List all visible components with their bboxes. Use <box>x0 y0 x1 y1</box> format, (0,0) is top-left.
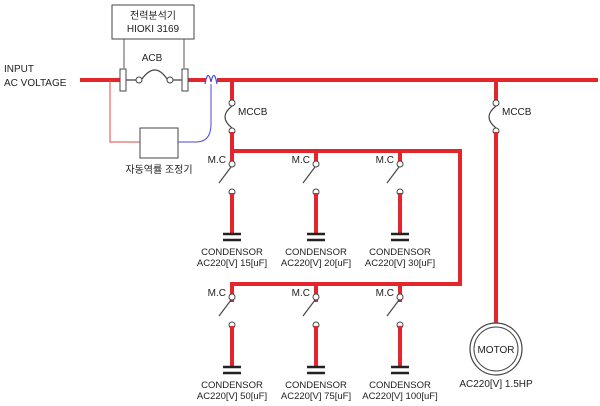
mc-label: M.C <box>208 155 226 166</box>
mc-contact-top <box>228 293 236 301</box>
mc-contact-top <box>312 293 320 301</box>
mc-contact-top <box>312 160 320 168</box>
mc-label: M.C <box>292 155 310 166</box>
condenser-rating: AC220[V] 20[uF] <box>281 258 351 269</box>
pf-lead-blue <box>178 84 212 143</box>
condenser-rating: AC220[V] 75[uF] <box>281 391 351 402</box>
power-analyzer: 전력분석기 HIOKI 3169 <box>111 4 195 68</box>
condenser-name: CONDENSOR <box>285 247 347 258</box>
mccb-left: MCCB <box>224 78 268 153</box>
condenser-rating: AC220[V] 50[uF] <box>197 391 267 402</box>
pf-lead-red <box>109 80 140 143</box>
motor: MOTOR AC220[V] 1.5HP <box>459 322 533 390</box>
mc-switch-blade <box>386 299 400 317</box>
mccb-right-label: MCCB <box>502 107 532 118</box>
ct-symbol <box>204 74 218 85</box>
condenser-rating: AC220[V] 100[uF] <box>362 391 438 402</box>
mc-label: M.C <box>292 288 310 299</box>
mccb-right: MCCB <box>488 78 532 325</box>
condenser-name: CONDENSOR <box>201 380 263 391</box>
input-label: INPUT AC VOLTAGE <box>4 64 67 89</box>
mc-contact-top <box>396 160 404 168</box>
mc-label: M.C <box>376 155 394 166</box>
condenser-rating: AC220[V] 30[uF] <box>365 258 435 269</box>
mc-contact-top <box>228 160 236 168</box>
mc-label: M.C <box>208 288 226 299</box>
pf-controller-box <box>139 127 179 159</box>
pf-controller: 자동역률 조정기 <box>109 80 212 176</box>
mc-label: M.C <box>376 288 394 299</box>
distribution-bus <box>230 149 462 302</box>
mccb-left-label: MCCB <box>238 107 268 118</box>
pf-controller-label: 자동역률 조정기 <box>125 164 192 176</box>
svg-text:전력분석기: 전력분석기 <box>130 10 176 22</box>
condenser-name: CONDENSOR <box>369 380 431 391</box>
acb-label: ACB <box>142 53 163 64</box>
condenser-name: CONDENSOR <box>369 247 431 258</box>
condenser-name: CONDENSOR <box>285 380 347 391</box>
condenser-name: CONDENSOR <box>201 247 263 258</box>
mc-switch-blade <box>218 166 232 184</box>
svg-text:HIOKI 3169: HIOKI 3169 <box>127 24 180 35</box>
motor-rating: AC220[V] 1.5HP <box>459 379 533 390</box>
power-analyzer-box <box>111 4 195 40</box>
mc-switch-blade <box>302 166 316 184</box>
motor-symbol <box>469 322 523 376</box>
acb-breaker: ACB <box>119 53 189 92</box>
mc-switch-blade <box>386 166 400 184</box>
mc-switch-blade <box>218 299 232 317</box>
svg-text:INPUT: INPUT <box>4 64 34 75</box>
mc-contact-top <box>396 293 404 301</box>
svg-text:AC VOLTAGE: AC VOLTAGE <box>4 78 67 89</box>
mc-switch-blade <box>302 299 316 317</box>
condenser-rating: AC220[V] 15[uF] <box>197 258 267 269</box>
motor-label: MOTOR <box>477 345 514 356</box>
